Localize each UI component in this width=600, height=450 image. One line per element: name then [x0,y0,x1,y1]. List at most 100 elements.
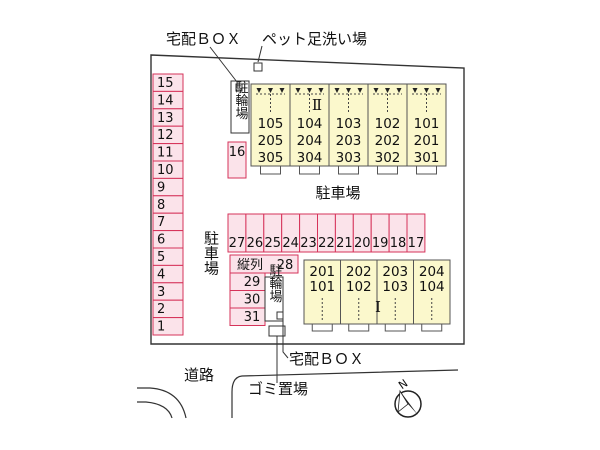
entrance-step [260,165,281,175]
building-2-label: Ⅱ [312,96,322,114]
takuhai-box-top-leader [209,46,238,83]
building-2: 1052053051042043041032033031022023021012… [250,83,447,175]
unit-number: 305 [258,150,284,166]
bike-parking-bottom-label: 駐輪場 [267,264,283,303]
unit-number: 205 [258,133,284,149]
takuhai-box-top-label: 宅配ＢＯＸ [166,30,241,48]
parking-lot-center-label: 駐車場 [315,184,360,202]
parking-slot-label: 29 [244,275,261,290]
takuhai-box-bottom-leader [282,320,289,359]
down-arrow-icon [256,88,262,93]
parking-slot-label: 17 [408,236,425,251]
parking-slot-17 [406,213,426,253]
entrance-step [416,165,437,175]
parking-slot-label: 13 [157,111,174,126]
down-arrow-icon [279,88,285,93]
parking-slot-label: 3 [157,285,165,300]
down-arrow-icon [346,88,351,93]
down-arrow-icon [435,88,441,93]
parking-slot-label: 25 [264,236,281,251]
parking-slot-label: 18 [390,236,407,251]
building-2-outline [250,83,447,167]
down-arrow-icon [396,88,402,93]
unit-number: 101 [309,279,335,295]
lower-parking-slots: 29 30 31 [229,272,266,326]
parking-slot-label: 24 [282,236,299,251]
road-curve [137,387,187,419]
down-arrow-icon [307,88,312,93]
parking-slot-label: 9 [157,180,165,195]
parking-slot-label: 14 [157,93,174,108]
parking-slot-label: 23 [300,236,317,251]
unit-number: 304 [297,150,323,166]
unit-number: 204 [297,133,323,149]
unit-number: 203 [382,264,408,280]
parking-slot-label: 15 [157,76,174,91]
entrance-step [384,323,406,332]
parking-slot-label: 8 [157,198,165,213]
unit-number: 103 [336,116,362,132]
parking-slot-label: 31 [244,310,261,325]
unit-number: 204 [419,264,445,280]
bike-parking-top [230,80,250,134]
down-arrow-icon [412,88,418,93]
road-curve-inner [137,401,173,419]
road-edge [231,369,459,418]
parking-slot-label: 7 [157,215,165,230]
parking-slot-label: 27 [229,236,246,251]
unit-number: 303 [336,150,362,166]
down-arrow-icon [268,88,273,93]
parking-slot-label: 2 [157,302,165,317]
unit-number: 201 [414,133,440,149]
parking-slot-label: 19 [372,236,389,251]
bike-parking-top-marker [235,83,243,92]
road-label: 道路 [184,366,214,384]
bike-parking-top-label: 駐輪場 [233,81,249,120]
unit-number: 102 [375,116,401,132]
entrance-step [299,165,320,175]
unit-number: 104 [419,279,445,295]
parking-slot-label: 30 [244,293,261,308]
parking-slot-label: 22 [318,236,335,251]
parking-slot-label: 26 [247,236,264,251]
unit-number: 301 [414,150,440,166]
north-arrow-icon: N [394,377,422,418]
bike-parking-bottom [264,276,284,322]
entrance-step [377,165,398,175]
parking-slot-label: 10 [157,163,174,178]
tandem-label: 縦列 [237,258,263,273]
entrance-step [311,323,333,332]
unit-number: 202 [346,264,372,280]
parking-slot-label: 6 [157,233,165,248]
entrance-step [348,323,370,332]
down-arrow-icon [318,88,324,93]
unit-number: 101 [414,116,440,132]
parking-slot-label: 20 [354,236,371,251]
parking-slot-label: 21 [336,236,353,251]
unit-number: 102 [346,279,372,295]
parking-slot-1 [152,317,184,336]
parking-slot-label: 4 [157,267,165,282]
parking-slot-label: 11 [157,146,174,161]
parking-slot-16 [227,141,247,179]
garbage-label: ゴミ置場 [248,380,308,398]
unit-number: 104 [297,116,323,132]
parking-slot-28-label: 28 [277,258,294,273]
entrance-step [338,165,359,175]
entrance-step [421,323,443,332]
pet-wash-marker [253,62,263,72]
north-label: N [396,377,410,392]
down-arrow-icon [295,88,301,93]
takuhai-box-bottom-label: 宅配ＢＯＸ [289,350,364,368]
down-arrow-icon [357,88,363,93]
down-arrow-icon [334,88,340,93]
unit-number: 201 [309,264,335,280]
unit-number: 105 [258,116,284,132]
parking-slot-label: 5 [157,250,165,265]
unit-number: 103 [382,279,408,295]
building-1-label: Ⅰ [375,298,381,316]
down-arrow-icon [373,88,379,93]
